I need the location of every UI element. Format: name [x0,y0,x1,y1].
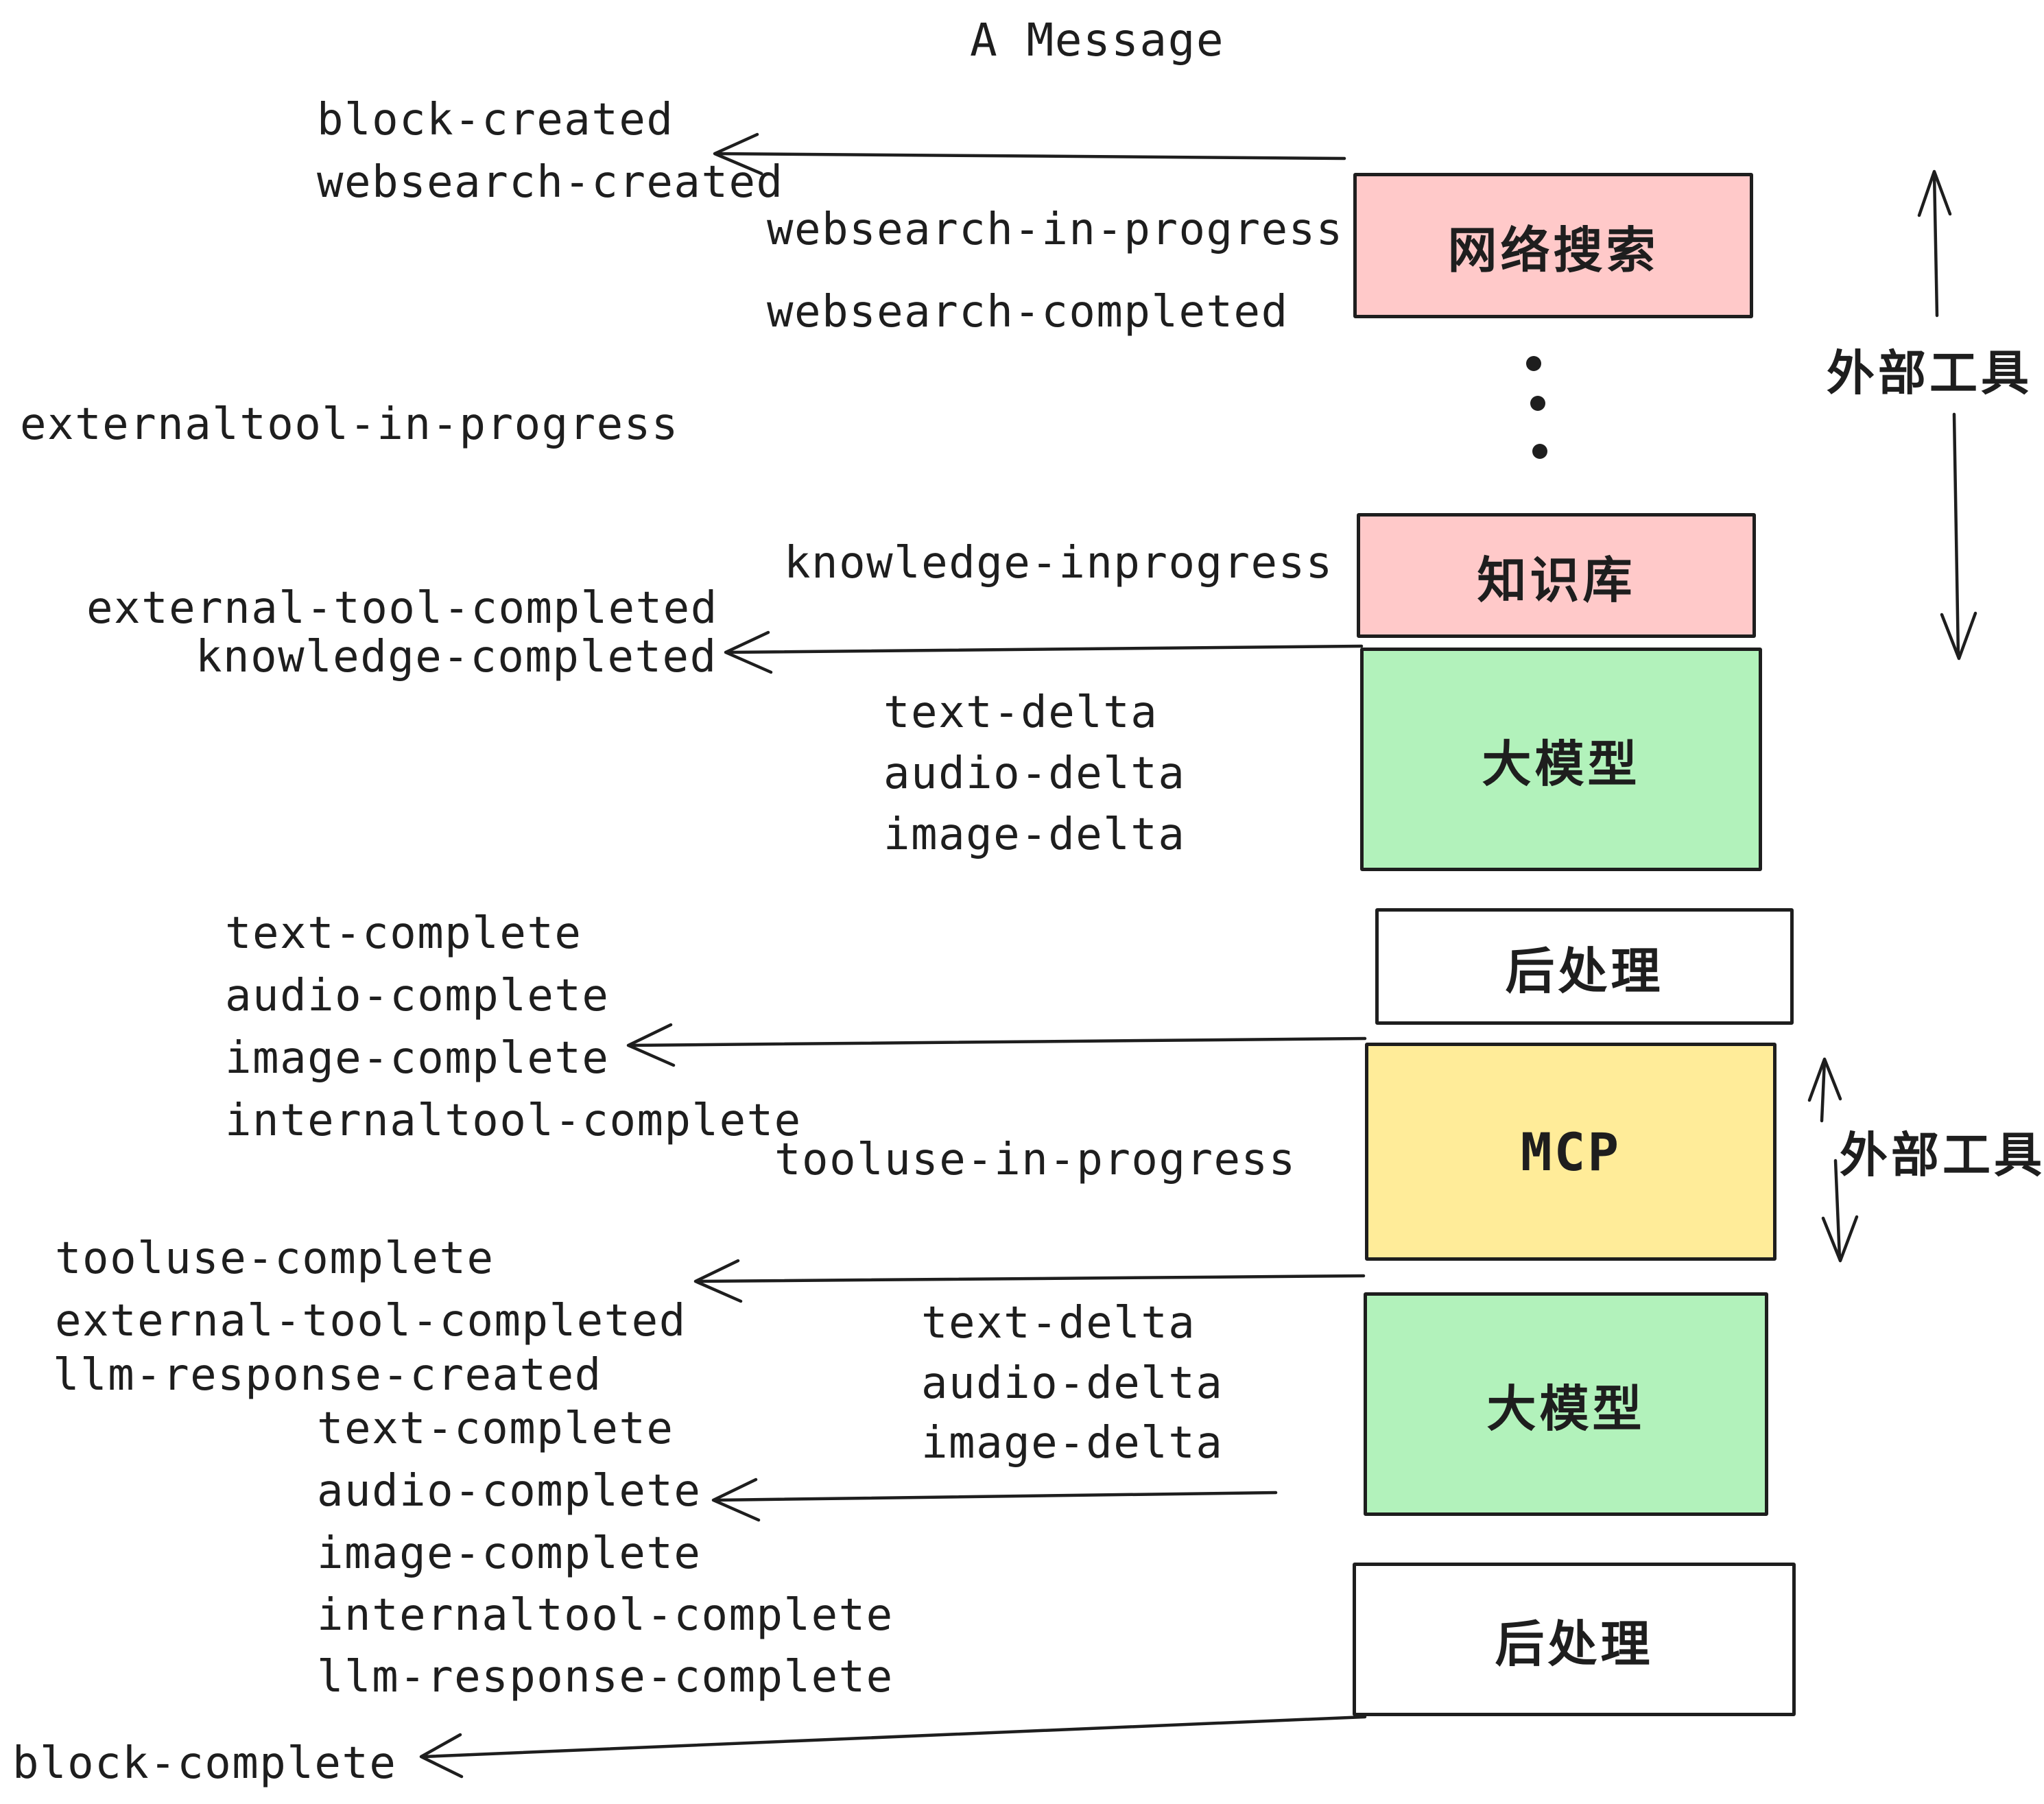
box-knowledge-label: 知识库 [1477,551,1636,609]
page-title: A Message [970,14,1225,67]
box-mcp-label: MCP [1520,1121,1621,1183]
event-text-delta-1: text-delta [883,687,1158,738]
event-audio-delta-2: audio-delta [921,1358,1224,1409]
ellipsis-dots [1526,356,1547,459]
box-llm-1-label: 大模型 [1482,735,1641,793]
event-image-complete-1: image-complete [225,1033,610,1084]
external-tools-mcp-down-arrow [1821,1159,1859,1263]
event-internaltool-complete-2: internaltool-complete [317,1590,894,1641]
event-external-tool-completed-2: external-tool-completed [55,1296,687,1346]
box-postprocess-1-label: 后处理 [1505,942,1664,1000]
box-knowledge: 知识库 [1357,513,1756,638]
event-websearch-in-progress: websearch-in-progress [767,204,1344,255]
event-audio-delta-1: audio-delta [883,748,1186,799]
box-postprocess-2: 后处理 [1353,1563,1796,1716]
event-external-tool-completed: external-tool-completed [86,583,718,634]
event-internaltool-complete-1: internaltool-complete [225,1095,802,1146]
arrow-mcp-to-tooluse-complete [693,1259,1366,1303]
arrow-post2-to-block-complete [419,1715,1367,1779]
box-llm-1: 大模型 [1360,648,1762,871]
event-knowledge-completed: knowledge-completed [195,632,717,683]
external-tools-upper-up-arrow [1917,169,1952,318]
event-websearch-created: websearch-created [317,157,784,208]
external-tools-mcp-label: 外部工具 [1840,1127,2044,1183]
box-mcp: MCP [1365,1043,1776,1261]
box-websearch: 网络搜索 [1353,173,1753,318]
event-audio-complete-2: audio-complete [317,1466,702,1517]
arrow-to-image-complete [626,1023,1367,1067]
event-block-created: block-created [317,95,674,145]
event-websearch-completed: websearch-completed [767,287,1289,337]
arrow-llm2-to-audio-complete [711,1477,1278,1522]
event-llm-response-complete: llm-response-complete [317,1652,894,1702]
event-block-complete: block-complete [12,1738,397,1789]
box-llm-2: 大模型 [1364,1292,1768,1516]
event-tooluse-complete: tooluse-complete [55,1233,495,1284]
external-tools-mcp-up-arrow [1807,1057,1842,1123]
event-image-delta-1: image-delta [883,809,1186,860]
event-tooluse-in-progress: tooluse-in-progress [774,1135,1296,1185]
box-postprocess-1: 后处理 [1375,908,1794,1025]
event-image-delta-2: image-delta [921,1418,1224,1469]
event-text-complete-1: text-complete [225,908,582,959]
event-llm-response-created: llm-response-created [53,1350,602,1401]
event-knowledge-inprogress: knowledge-inprogress [784,538,1333,589]
event-audio-complete-1: audio-complete [225,971,610,1021]
event-externaltool-in-progress: externaltool-in-progress [20,399,679,450]
event-image-complete-2: image-complete [317,1528,702,1579]
arrow-websearch-to-block-created [713,132,1346,176]
box-postprocess-2-label: 后处理 [1495,1615,1654,1673]
event-text-delta-2: text-delta [921,1298,1196,1349]
external-tools-upper-label: 外部工具 [1827,345,2032,401]
event-text-complete-2: text-complete [317,1403,674,1454]
box-llm-2-label: 大模型 [1486,1379,1645,1438]
external-tools-upper-down-arrow [1940,412,1977,661]
arrow-llm-to-knowledge-completed [724,630,1364,674]
box-websearch-label: 网络搜索 [1447,221,1659,279]
